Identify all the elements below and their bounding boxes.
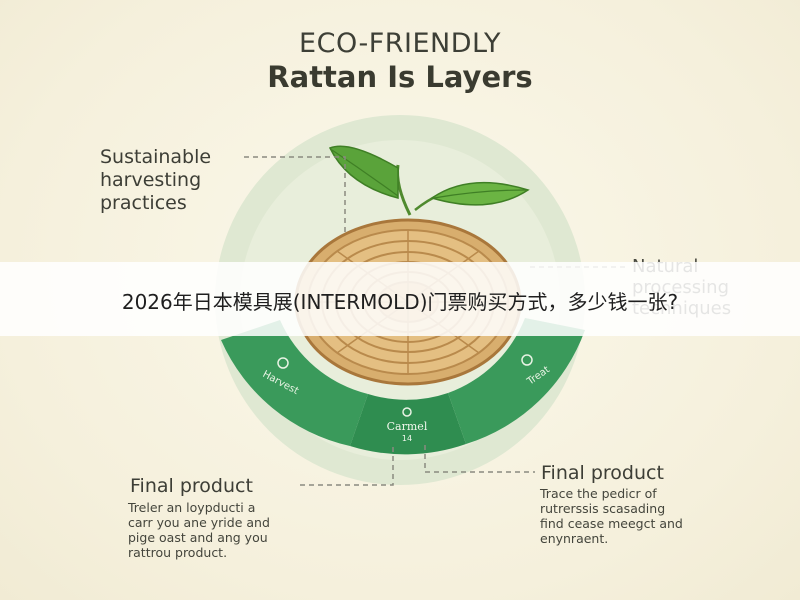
segment-right: [448, 318, 585, 444]
circle-icon: [277, 357, 289, 369]
title-eco-friendly: ECO-FRIENDLY: [299, 28, 501, 59]
description-right: Trace the pedicr of rutrerssis scasading…: [540, 486, 683, 546]
connector-top-left: [244, 156, 346, 235]
label-final-product-left: Final product: [130, 475, 253, 497]
gear-icon: [402, 407, 412, 417]
segment-center-label: Carmel: [387, 420, 428, 433]
overlay-banner-text: 2026年日本模具展(INTERMOLD)门票购买方式，多少钱一张?: [121, 290, 679, 314]
segment-left: [221, 320, 368, 446]
label-final-product-right: Final product: [541, 462, 664, 484]
label-sustainable-harvesting: Sustainable harvesting practices: [100, 146, 212, 214]
overlay-banner: [0, 262, 800, 336]
leaf-icon: [328, 145, 530, 216]
connector-bottom-left: [300, 445, 394, 486]
connector-bottom-right: [424, 445, 535, 473]
title-rattan-layers: Rattan Is Layers: [267, 60, 533, 94]
description-left: Treler an loypducti a carr you ane yride…: [128, 500, 270, 560]
circle-icon: [521, 354, 533, 366]
segment-center: [350, 393, 466, 455]
segment-center-sublabel: 14: [402, 434, 412, 443]
